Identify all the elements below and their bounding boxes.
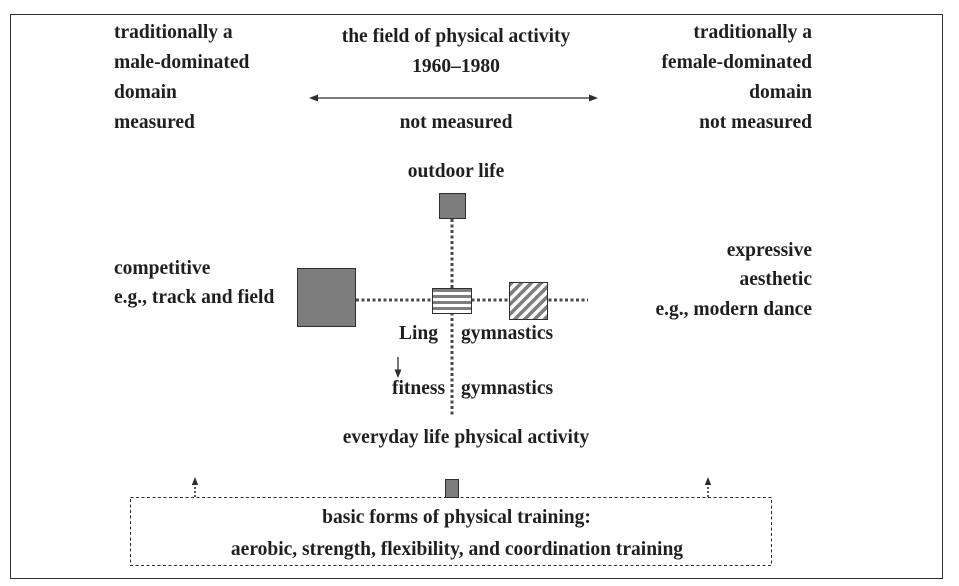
gymnastics-label-lower: gymnastics bbox=[461, 378, 553, 399]
header-left-line-2: male-dominated bbox=[114, 52, 250, 73]
header-center-column: the field of physical activity 1960–1980… bbox=[309, 26, 598, 133]
right-axis-line-1: expressive bbox=[727, 240, 813, 261]
double-arrow bbox=[309, 94, 598, 102]
diagram-period: 1960–1980 bbox=[412, 56, 500, 77]
up-arrow-right bbox=[704, 477, 712, 497]
diagram-frame bbox=[10, 14, 943, 579]
right-axis-line-3: e.g., modern dance bbox=[655, 299, 812, 320]
up-arrow-left bbox=[191, 477, 199, 497]
everyday-life-marker bbox=[445, 479, 459, 498]
outdoor-life-label: outdoor life bbox=[408, 161, 505, 182]
everyday-life-label: everyday life physical activity bbox=[343, 427, 590, 448]
header-right-line-4: not measured bbox=[699, 112, 812, 133]
basic-training-items: aerobic, strength, flexibility, and coor… bbox=[231, 539, 683, 560]
header-right-line-2: female-dominated bbox=[661, 52, 812, 73]
header-center-note: not measured bbox=[400, 112, 513, 133]
competitive-marker bbox=[297, 268, 356, 327]
gymnastics-label-upper: gymnastics bbox=[461, 323, 553, 344]
basic-training-box bbox=[130, 497, 772, 566]
expressive-marker bbox=[509, 282, 548, 320]
header-left-line-3: domain bbox=[114, 82, 177, 103]
header-right-line-3: domain bbox=[749, 82, 812, 103]
ling-label: Ling bbox=[399, 323, 438, 344]
right-axis-line-2: aesthetic bbox=[739, 269, 812, 290]
ling-gymnastics-marker bbox=[432, 288, 472, 314]
left-axis-line-1: competitive bbox=[114, 258, 211, 279]
fitness-label: fitness bbox=[392, 378, 445, 399]
left-axis-line-2: e.g., track and field bbox=[114, 287, 274, 308]
basic-training-title: basic forms of physical training: bbox=[322, 507, 591, 528]
diagram-title: the field of physical activity bbox=[342, 26, 571, 47]
header-left-column: traditionally a male-dominated domain me… bbox=[114, 22, 250, 133]
header-right-line-1: traditionally a bbox=[693, 22, 812, 43]
header-right-column: traditionally a female-dominated domain … bbox=[661, 22, 812, 133]
down-arrow bbox=[394, 357, 402, 378]
header-left-line-4: measured bbox=[114, 112, 195, 133]
outdoor-life-marker bbox=[439, 193, 466, 219]
header-left-line-1: traditionally a bbox=[114, 22, 233, 43]
